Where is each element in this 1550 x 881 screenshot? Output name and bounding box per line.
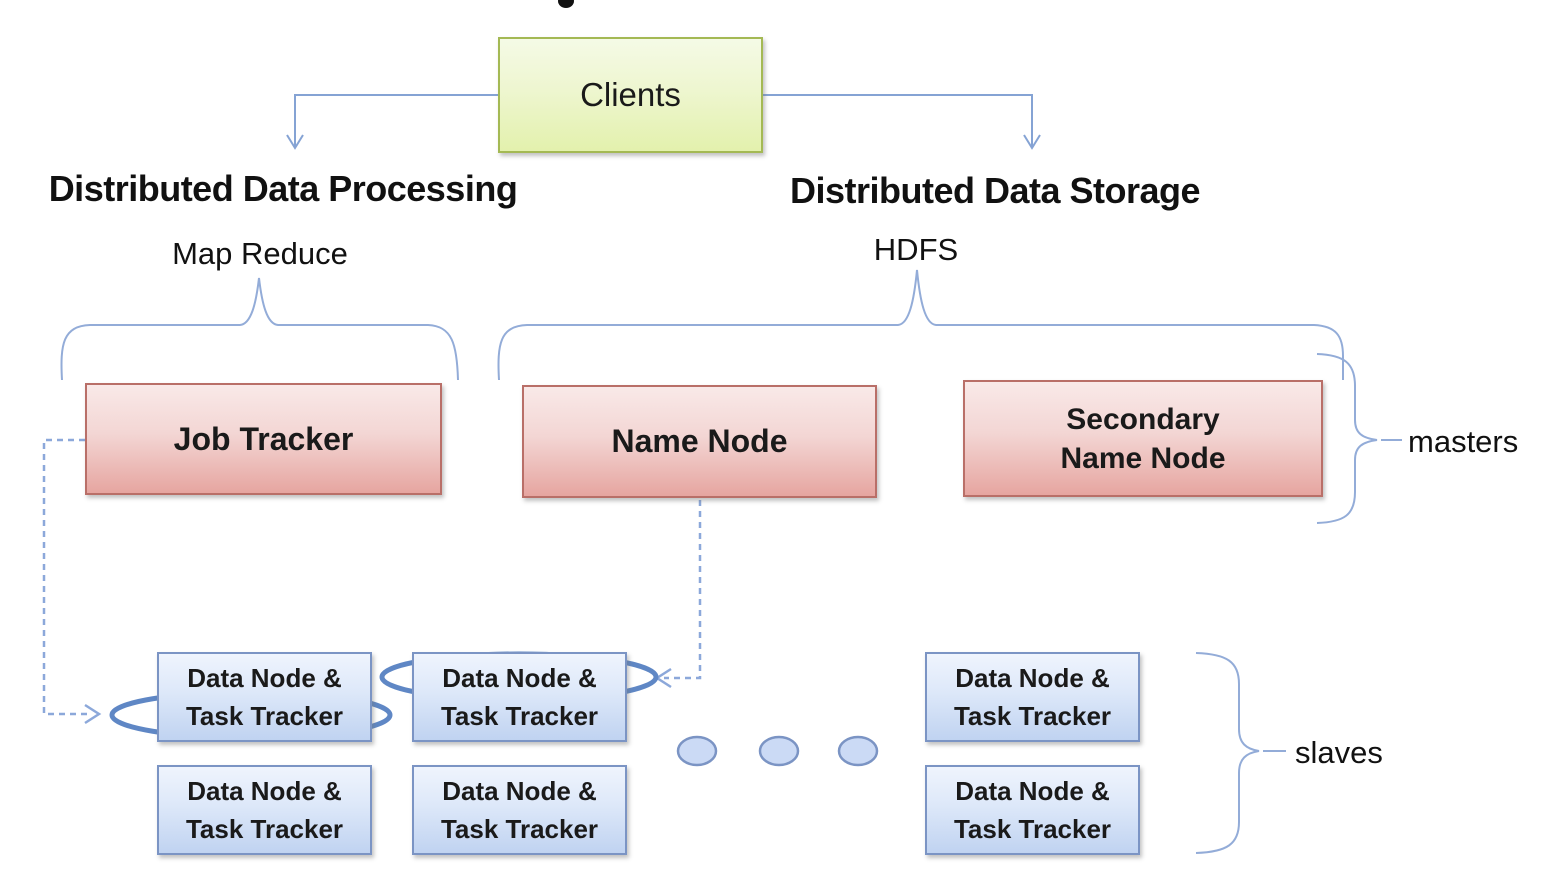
clients-label: Clients [580,76,681,113]
slave-node-label-line2: Task Tracker [953,701,1112,731]
slaves-group-label: slaves [1295,735,1383,770]
slave-node-6: Data Node & Task Tracker [925,765,1140,855]
name-node-to-slave-dashed-line [664,500,702,680]
slave-node-5: Data Node & Task Tracker [412,765,627,855]
cropped-title-dot [558,0,574,8]
ellipsis-dot-2 [758,735,800,767]
slave-node-label-line2: Task Tracker [185,701,344,731]
slave-node-label-line2: Task Tracker [185,814,344,844]
slave-node-label-line1: Data Node & [442,663,597,693]
clients-to-storage-connector [763,94,1033,146]
hdfs-brace [497,269,1344,381]
storage-subtitle: HDFS [873,232,959,267]
job-tracker-label: Job Tracker [173,420,354,457]
map-reduce-brace [60,277,459,381]
storage-title: Distributed Data Storage [789,170,1201,211]
slaves-brace [1195,652,1260,854]
slave-node-4: Data Node & Task Tracker [157,765,372,855]
slave-node-label-line1: Data Node & [187,776,342,806]
slave-node-3: Data Node & Task Tracker [925,652,1140,742]
slave-node-2: Data Node & Task Tracker [412,652,627,742]
ellipsis-dot-3 [837,735,879,767]
slave-node-label-line1: Data Node & [955,663,1110,693]
job-tracker-to-slave-dashed-line [42,438,92,716]
processing-title: Distributed Data Processing [48,168,518,209]
secondary-name-node: Secondary Name Node [963,380,1323,497]
arrowhead-right-icon [84,703,102,725]
clients-node: Clients [498,37,763,153]
name-node: Name Node [522,385,877,498]
masters-brace [1316,353,1378,524]
slave-node-label-line2: Task Tracker [953,814,1112,844]
job-tracker-node: Job Tracker [85,383,442,495]
clients-to-processing-connector [294,94,498,146]
arrowhead-down-right-icon [1023,134,1041,150]
secondary-name-node-label-line1: Secondary [1066,402,1220,436]
masters-group-label: masters [1408,424,1519,459]
processing-subtitle: Map Reduce [172,236,348,271]
arrowhead-down-left-icon [286,134,304,150]
slave-node-label-line1: Data Node & [955,776,1110,806]
name-node-label: Name Node [611,423,788,459]
slave-node-label-line1: Data Node & [187,663,342,693]
slave-node-label-line2: Task Tracker [440,701,599,731]
ellipsis-dot-1 [676,735,718,767]
slave-node-1: Data Node & Task Tracker [157,652,372,742]
secondary-name-node-label-line2: Name Node [1060,441,1226,475]
slave-node-label-line1: Data Node & [442,776,597,806]
slave-node-label-line2: Task Tracker [440,814,599,844]
